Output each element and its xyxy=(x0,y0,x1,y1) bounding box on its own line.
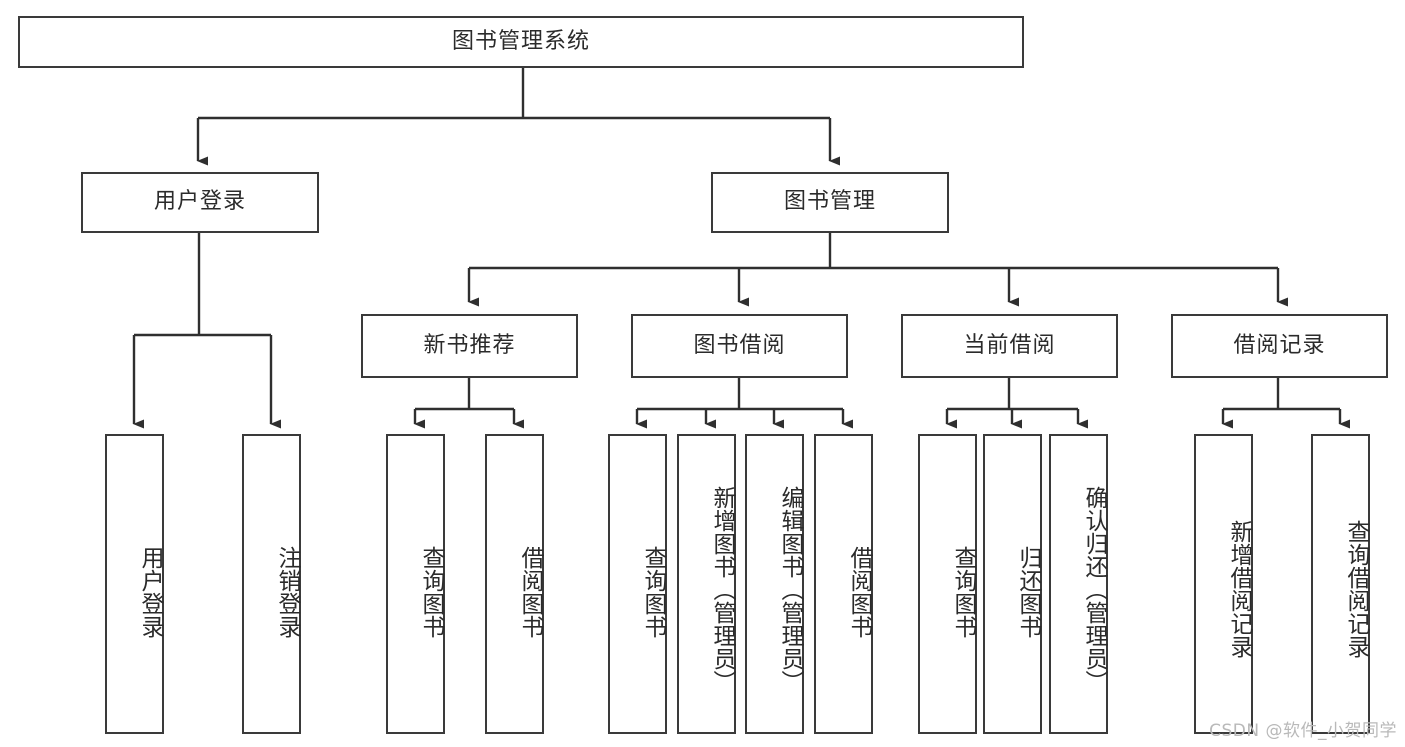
node-leaf-query-book-1[interactable]: 查询图书 xyxy=(386,434,445,734)
node-leaf-logout-login[interactable]: 注销登录 xyxy=(242,434,301,734)
node-leaf-return-book[interactable]: 归还图书 xyxy=(983,434,1042,734)
node-leaf-borrow-book-2-label: 借阅图书 xyxy=(846,546,872,638)
node-book-borrow[interactable]: 图书借阅 xyxy=(631,314,848,378)
node-root-label: 图书管理系统 xyxy=(451,28,590,54)
node-user-login[interactable]: 用户登录 xyxy=(81,172,319,233)
node-book-management[interactable]: 图书管理 xyxy=(711,172,949,233)
node-leaf-confirm-return-label: 确认归还（管理员） xyxy=(1081,485,1107,693)
node-book-management-label: 图书管理 xyxy=(783,189,876,215)
node-borrow-record[interactable]: 借阅记录 xyxy=(1171,314,1388,378)
node-leaf-borrow-book-1[interactable]: 借阅图书 xyxy=(485,434,544,734)
node-leaf-query-book-2-label: 查询图书 xyxy=(640,546,666,638)
node-user-login-label: 用户登录 xyxy=(153,189,246,215)
node-leaf-query-record[interactable]: 查询借阅记录 xyxy=(1311,434,1370,734)
node-current-borrow[interactable]: 当前借阅 xyxy=(901,314,1118,378)
node-leaf-borrow-book-2[interactable]: 借阅图书 xyxy=(814,434,873,734)
node-root[interactable]: 图书管理系统 xyxy=(18,16,1024,68)
node-new-book-recommend-label: 新书推荐 xyxy=(423,332,516,358)
node-leaf-edit-book[interactable]: 编辑图书（管理员） xyxy=(745,434,804,734)
node-leaf-edit-book-label: 编辑图书（管理员） xyxy=(777,485,803,693)
node-leaf-add-book[interactable]: 新增图书（管理员） xyxy=(677,434,736,734)
node-leaf-query-book-2[interactable]: 查询图书 xyxy=(608,434,667,734)
csdn-watermark: CSDN @软件_小贺同学 xyxy=(1209,721,1397,741)
node-book-borrow-label: 图书借阅 xyxy=(693,332,786,358)
node-leaf-confirm-return[interactable]: 确认归还（管理员） xyxy=(1049,434,1108,734)
node-leaf-user-login-label: 用户登录 xyxy=(137,546,163,638)
node-leaf-query-book-1-label: 查询图书 xyxy=(418,546,444,638)
node-leaf-query-book-3-label: 查询图书 xyxy=(950,546,976,638)
node-leaf-user-login[interactable]: 用户登录 xyxy=(105,434,164,734)
node-leaf-add-book-label: 新增图书（管理员） xyxy=(709,485,735,693)
node-leaf-borrow-book-1-label: 借阅图书 xyxy=(517,546,543,638)
node-leaf-add-record[interactable]: 新增借阅记录 xyxy=(1194,434,1253,734)
node-leaf-return-book-label: 归还图书 xyxy=(1015,546,1041,638)
node-leaf-query-record-label: 查询借阅记录 xyxy=(1343,520,1369,658)
node-new-book-recommend[interactable]: 新书推荐 xyxy=(361,314,578,378)
node-borrow-record-label: 借阅记录 xyxy=(1233,332,1326,358)
node-leaf-query-book-3[interactable]: 查询图书 xyxy=(918,434,977,734)
node-leaf-add-record-label: 新增借阅记录 xyxy=(1226,520,1252,658)
node-leaf-logout-login-label: 注销登录 xyxy=(274,546,300,638)
node-current-borrow-label: 当前借阅 xyxy=(963,332,1056,358)
